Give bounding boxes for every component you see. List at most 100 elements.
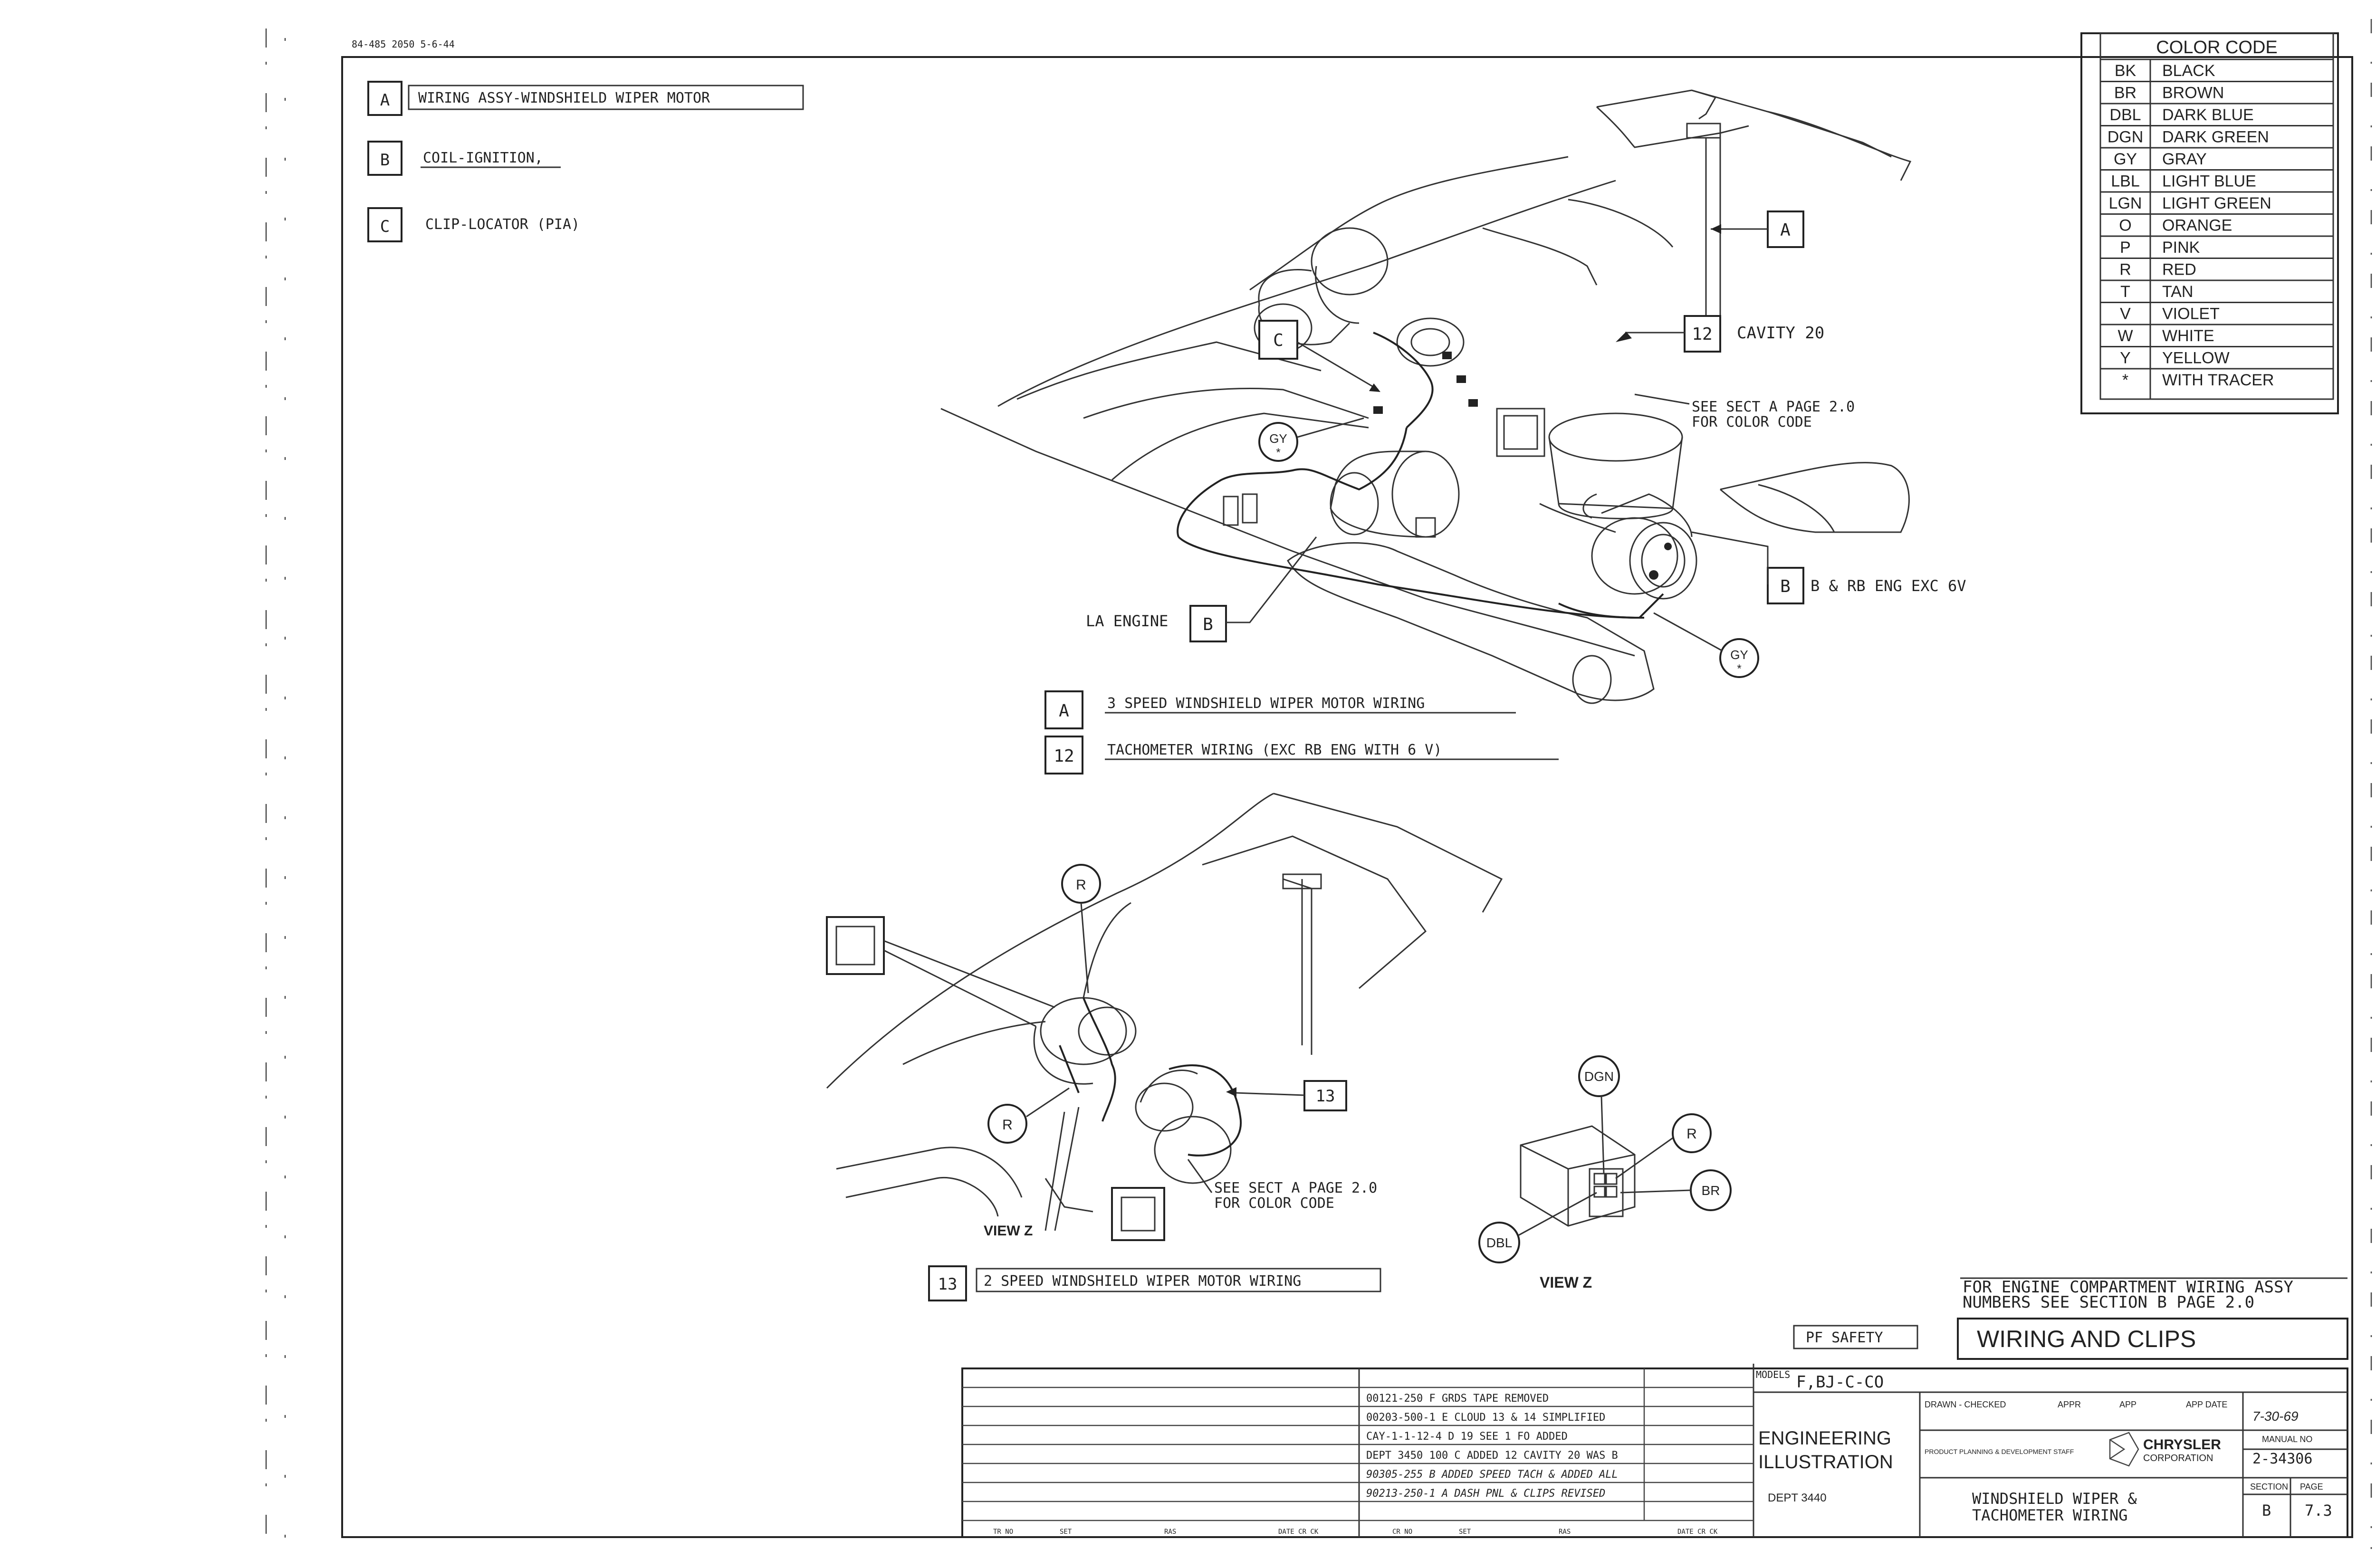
rev-col-4: DATE CR CK	[1278, 1528, 1319, 1536]
color-code-abbr: DBL	[2109, 106, 2141, 124]
dept-label: DEPT 3440	[1768, 1492, 1827, 1504]
color-code-abbr: DGN	[2108, 128, 2144, 146]
lower-see-sect-line1: SEE SECT A PAGE 2.0	[1214, 1180, 1377, 1196]
color-code-name: LIGHT GREEN	[2162, 194, 2271, 212]
lower-r-left: R	[1002, 1117, 1013, 1133]
upper-gy-right-tracer: *	[1737, 662, 1741, 675]
rev-col-6: SET	[1459, 1528, 1471, 1536]
legend-text-a: WIRING ASSY-WINDSHIELD WIPER MOTOR	[418, 90, 710, 106]
upper-gy-right-bubble	[1719, 638, 1759, 678]
title-block-frame	[961, 1367, 2348, 1538]
revision-row-5: 90305-255 B ADDED SPEED TACH & ADDED ALL	[1366, 1469, 1618, 1481]
lower-callout-13-box	[1303, 1080, 1347, 1111]
scan-margin-marks	[265, 19, 2372, 1549]
color-code-title: COLOR CODE	[2156, 38, 2277, 57]
cavity-label: CAVITY 20	[1737, 324, 1824, 343]
la-engine-label: LA ENGINE	[1086, 612, 1168, 630]
page-label: PAGE	[2300, 1482, 2323, 1492]
detail-dgn: DGN	[1584, 1069, 1614, 1084]
manual-value: 2-34306	[2252, 1451, 2312, 1467]
color-code-rows: BK BLACK BR BROWN DBL DARK BLUE DGN DARK GREEN G…	[2100, 62, 2333, 389]
legend-key-c: C	[380, 217, 390, 236]
document-code: 84-485 2050 5-6-44	[352, 38, 455, 50]
lower-blank-box-upper	[826, 916, 885, 975]
upper-callout-c-box	[1258, 320, 1298, 360]
product-planning: PRODUCT PLANNING & DEVELOPMENT STAFF	[1925, 1448, 2074, 1455]
detail-r-bubble	[1672, 1113, 1712, 1153]
revision-row-4: DEPT 3450 100 C ADDED 12 CAVITY 20 WAS B	[1366, 1450, 1618, 1462]
color-code-abbr: LGN	[2109, 194, 2142, 212]
legend-key-b-box	[367, 141, 402, 176]
color-code-name: GRAY	[2162, 150, 2207, 168]
footer-note-line2: NUMBERS SEE SECTION B PAGE 2.0	[1963, 1293, 2254, 1312]
drawing-border	[341, 56, 2353, 1538]
lower-callout-13: 13	[1316, 1087, 1335, 1106]
legend-key-a: A	[380, 91, 390, 110]
revision-row-2: 00203-500-1 E CLOUD 13 & 14 SIMPLIFIED	[1366, 1412, 1605, 1424]
rev-col-3: RAS	[1164, 1528, 1176, 1536]
revision-row-1: 00121-250 F GRDS TAPE REMOVED	[1366, 1393, 1549, 1405]
lower-blank-box-lower	[1111, 1187, 1165, 1241]
subject-line1: WINDSHIELD WIPER &	[1972, 1490, 2137, 1508]
color-code-name: DARK BLUE	[2162, 106, 2254, 124]
rev-col-1: TR NO	[993, 1528, 1013, 1536]
upper-callout-b-left-box	[1189, 605, 1227, 642]
color-code-abbr: BK	[2115, 62, 2136, 80]
color-code-abbr: V	[2120, 305, 2131, 323]
date-value: 7-30-69	[2252, 1409, 2299, 1424]
color-code-name: RED	[2162, 261, 2196, 279]
caption-13-text: 2 SPEED WINDSHIELD WIPER MOTOR WIRING	[984, 1273, 1301, 1290]
detail-r: R	[1686, 1126, 1697, 1142]
color-code-name: WITH TRACER	[2162, 371, 2274, 389]
color-code-name: TAN	[2162, 283, 2193, 301]
color-code-abbr: GY	[2114, 150, 2137, 168]
legend-key-b: B	[380, 151, 390, 170]
upper-gy-left: GY	[1269, 431, 1287, 446]
lower-r-left-bubble	[987, 1104, 1027, 1144]
view-z-detail: DGN R BR DBL VIEW Z	[1478, 1055, 1732, 1291]
color-code-abbr: BR	[2114, 84, 2136, 102]
detail-dbl: DBL	[1486, 1235, 1512, 1250]
parts-legend: A WIRING ASSY-WINDSHIELD WIPER MOTOR B C…	[367, 81, 804, 242]
view-z-pointer: VIEW Z	[984, 1223, 1033, 1239]
color-code-abbr: T	[2120, 283, 2130, 301]
color-code-name: BROWN	[2162, 84, 2224, 102]
legend-text-b: COIL-IGNITION,	[423, 150, 543, 166]
upper-callout-a-box	[1767, 210, 1804, 248]
color-code-abbr: *	[2122, 371, 2128, 389]
upper-callout-b-right-box	[1767, 567, 1804, 604]
legend-key-a-box	[367, 81, 402, 116]
color-code-abbr: Y	[2120, 349, 2131, 367]
upper-callout-12-box	[1684, 315, 1721, 353]
models-label: MODELS	[1756, 1369, 1790, 1380]
sheet-title: WIRING AND CLIPS	[1977, 1326, 2196, 1352]
page-value: 7.3	[2305, 1501, 2332, 1520]
pf-safety: PF SAFETY	[1806, 1329, 1883, 1346]
drawn-checked-label: DRAWN - CHECKED	[1925, 1400, 2006, 1409]
upper-see-sect-line2: FOR COLOR CODE	[1692, 414, 1812, 430]
legend-key-c-box	[367, 207, 402, 242]
detail-view-label: VIEW Z	[1540, 1274, 1592, 1291]
color-code-name: PINK	[2162, 239, 2200, 257]
upper-gy-right: GY	[1730, 648, 1748, 662]
caption-12-text: TACHOMETER WIRING (EXC RB ENG WITH 6 V)	[1107, 742, 1442, 758]
detail-dgn-bubble	[1578, 1055, 1620, 1097]
upper-see-sect-line1: SEE SECT A PAGE 2.0	[1692, 399, 1855, 415]
rev-col-2: SET	[1060, 1528, 1072, 1536]
chrysler-line2: CORPORATION	[2143, 1453, 2213, 1463]
caption-a-box	[1044, 690, 1083, 729]
revision-row-3: CAY-1-1-12-4 D 19 SEE 1 FO ADDED	[1366, 1431, 1568, 1443]
eng-illustration-line1: ENGINEERING	[1758, 1428, 1891, 1449]
rev-col-7: RAS	[1559, 1528, 1571, 1536]
lower-r-top: R	[1076, 877, 1086, 893]
color-code-name: ORANGE	[2162, 217, 2232, 235]
models-value: F,BJ-C-CO	[1796, 1373, 1884, 1392]
caption-a-text: 3 SPEED WINDSHIELD WIPER MOTOR WIRING	[1107, 695, 1425, 712]
detail-br: BR	[1702, 1183, 1720, 1198]
detail-dbl-bubble	[1478, 1222, 1520, 1263]
rev-col-8: DATE CR CK	[1677, 1528, 1718, 1536]
color-code-name: DARK GREEN	[2162, 128, 2269, 146]
color-code-name: BLACK	[2162, 62, 2215, 80]
color-code-name: LIGHT BLUE	[2162, 172, 2256, 191]
upper-gy-left-bubble	[1258, 422, 1298, 462]
